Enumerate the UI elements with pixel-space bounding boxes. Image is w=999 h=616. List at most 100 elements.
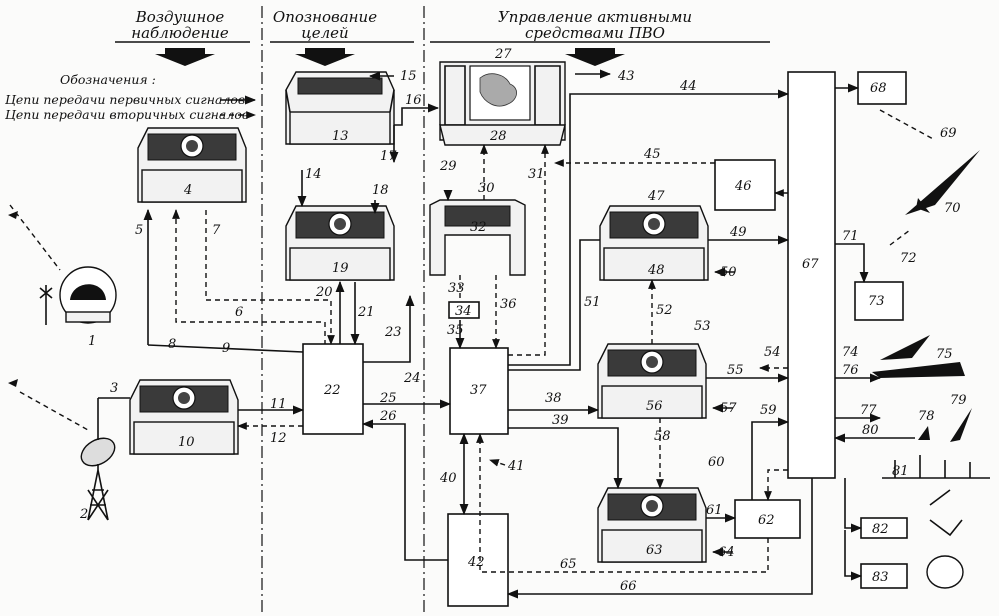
block-62 [734, 499, 801, 539]
label-10: 10 [178, 435, 195, 450]
aircraft-74-icon [880, 335, 930, 360]
num-65: 65 [560, 557, 577, 572]
legend-title: Обозначения : [60, 72, 156, 87]
block-37 [449, 347, 509, 435]
num-80: 80 [862, 423, 879, 438]
incoming-signals [9, 204, 89, 431]
num-31: 31 [528, 167, 545, 182]
block-22 [302, 343, 364, 435]
num-17: 17 [380, 149, 397, 164]
number-labels: 1 2 3 5 6 7 8 9 11 12 14 15 16 17 18 20 … [79, 69, 967, 594]
block-67 [787, 71, 836, 479]
header-identification-2: целей [301, 24, 348, 42]
block-68 [857, 71, 907, 105]
header-control-2: средствами ПВО [525, 24, 665, 42]
num-64: 64 [718, 545, 735, 560]
num-21: 21 [357, 305, 375, 320]
header-air-observation-2: наблюдение [131, 24, 229, 42]
missile-78-79-icons [918, 408, 972, 442]
legend-secondary: Цепи передачи вторичных сигналов [5, 107, 249, 122]
label-63: 63 [646, 543, 663, 558]
num-33: 33 [448, 281, 465, 296]
label-67: 67 [802, 257, 819, 272]
num-66: 66 [620, 579, 637, 594]
label-73: 73 [868, 294, 885, 309]
num-60: 60 [708, 455, 725, 470]
num-7: 7 [212, 223, 221, 238]
label-46: 46 [734, 179, 752, 194]
block-34 [448, 301, 480, 319]
num-45: 45 [643, 147, 661, 162]
header-arrow-1 [155, 48, 215, 66]
label-37: 37 [470, 383, 487, 398]
num-8: 8 [168, 337, 176, 352]
num-1: 1 [88, 334, 96, 349]
num-20: 20 [315, 285, 333, 300]
num-55: 55 [727, 363, 744, 378]
num-29: 29 [439, 159, 457, 174]
num-50: 50 [720, 265, 737, 280]
label-22: 22 [323, 383, 341, 398]
num-38: 38 [545, 391, 562, 406]
label-81: 81 [892, 464, 909, 479]
num-26: 26 [379, 409, 397, 424]
num-78: 78 [918, 409, 935, 424]
aircraft-75-icon [872, 362, 965, 378]
num-61: 61 [706, 503, 723, 518]
num-53: 53 [694, 319, 711, 334]
header-arrow-3 [565, 48, 625, 66]
label-27: 27 [494, 47, 512, 62]
map-display-27-28 [439, 61, 566, 146]
label-28: 28 [489, 129, 507, 144]
num-23: 23 [384, 325, 402, 340]
label-48: 48 [647, 263, 665, 278]
num-69: 69 [940, 126, 957, 141]
label-82: 82 [872, 522, 889, 537]
num-49: 49 [729, 225, 747, 240]
num-74: 74 [842, 345, 859, 360]
num-39: 39 [552, 413, 569, 428]
label-56: 56 [646, 399, 663, 414]
num-24: 24 [403, 371, 421, 386]
num-75: 75 [936, 347, 953, 362]
num-52: 52 [656, 303, 673, 318]
primary-links [97, 69, 915, 599]
num-79: 79 [950, 393, 967, 408]
num-36: 36 [500, 297, 517, 312]
num-6: 6 [235, 305, 243, 320]
num-58: 58 [654, 429, 671, 444]
num-54: 54 [764, 345, 781, 360]
num-15: 15 [400, 69, 417, 84]
num-3: 3 [110, 381, 118, 396]
desk-32 [429, 199, 526, 276]
num-5: 5 [135, 223, 143, 238]
num-2: 2 [79, 507, 88, 522]
num-25: 25 [379, 391, 397, 406]
aircraft-70-icon [905, 150, 980, 215]
label-68: 68 [870, 81, 887, 96]
header-arrow-2 [295, 48, 355, 66]
num-71: 71 [842, 229, 859, 244]
label-32: 32 [470, 220, 487, 235]
antenna-83-icon [926, 555, 964, 589]
label-34: 34 [455, 304, 472, 319]
num-51: 51 [584, 295, 601, 310]
block-46 [714, 159, 776, 211]
num-57: 57 [720, 401, 737, 416]
secondary-links [172, 109, 936, 573]
num-59: 59 [760, 403, 777, 418]
label-13: 13 [332, 129, 349, 144]
num-41: 41 [507, 459, 525, 474]
num-40: 40 [439, 471, 457, 486]
block-83 [860, 563, 908, 589]
incoming-aircraft-icons [8, 211, 18, 387]
label-19: 19 [332, 261, 349, 276]
num-11: 11 [270, 397, 287, 412]
antennas-81 [882, 455, 990, 479]
num-72: 72 [900, 251, 917, 266]
num-30: 30 [478, 181, 495, 196]
num-12: 12 [270, 431, 287, 446]
num-35: 35 [447, 323, 464, 338]
label-83: 83 [872, 570, 889, 585]
